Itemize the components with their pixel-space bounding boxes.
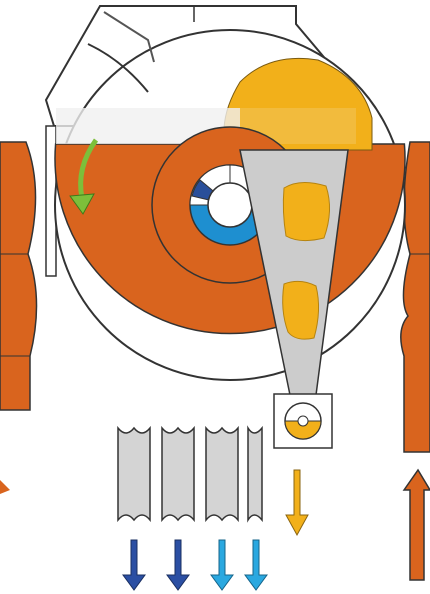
arrow-down-icon	[211, 540, 233, 590]
arrow-down-icon	[167, 540, 189, 590]
arrow-left-partial-icon	[0, 480, 10, 494]
screw-conveyor	[274, 394, 332, 448]
arrow-up-icon	[404, 470, 430, 580]
arrow-down-icon	[123, 540, 145, 590]
discharge-pipes	[118, 428, 262, 520]
arrow-down-icon	[286, 470, 308, 535]
left-tank-wall	[0, 142, 37, 410]
arrow-down-icon	[245, 540, 267, 590]
